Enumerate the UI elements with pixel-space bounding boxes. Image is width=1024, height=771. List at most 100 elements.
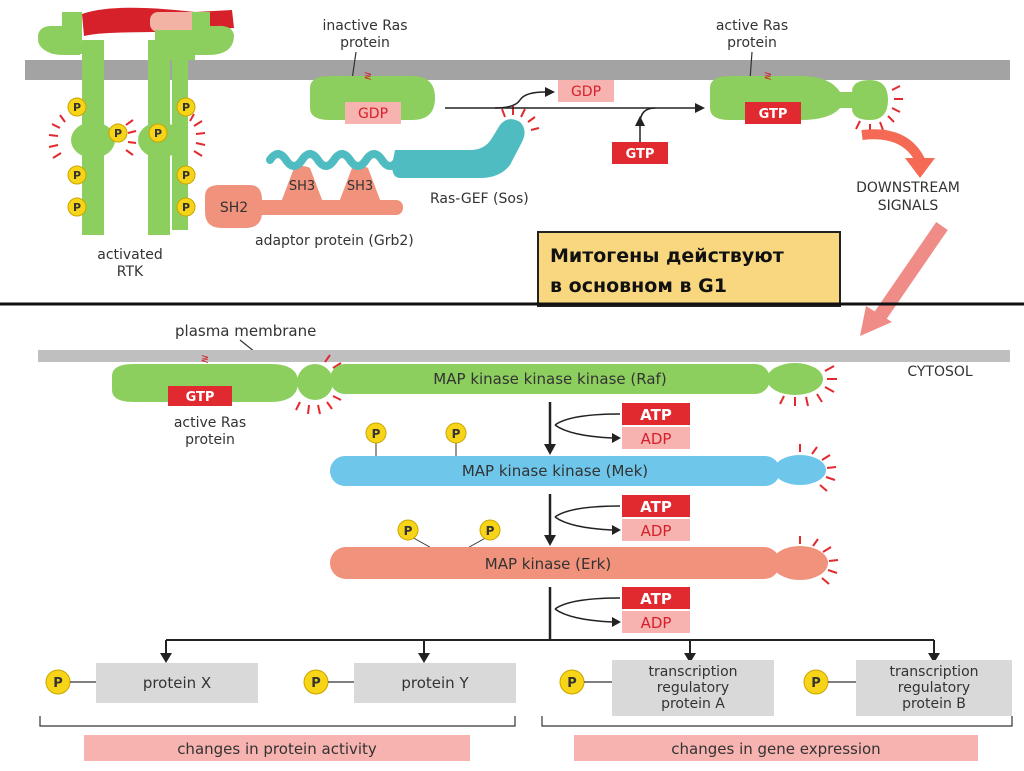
phosphate-badge: P	[67, 197, 87, 217]
adp-label-3: ADP	[641, 614, 672, 632]
raf-to-mek-arrowhead	[544, 444, 556, 455]
bottom-gtp-box	[168, 386, 232, 406]
phosphate-label: P	[182, 101, 190, 114]
sh3-domain-a	[280, 166, 324, 205]
erk-phosphates: P P	[397, 519, 501, 551]
gdp-out-label: GDP	[571, 84, 601, 100]
tf-b-label-2: regulatory	[898, 680, 970, 696]
tf-b-label-1: transcription	[889, 664, 978, 680]
gtp-in-box	[612, 142, 668, 164]
changes-gene-box	[574, 735, 978, 761]
plasma-membrane-label: plasma membrane	[175, 322, 316, 340]
phosphate-label: P	[73, 201, 81, 214]
phosphate-label: P	[154, 127, 162, 140]
rtk-phosphates: P P P P P P P P	[67, 97, 196, 217]
phosphate-badge: P	[479, 519, 501, 541]
erk-kinase-domain	[772, 546, 828, 580]
raf-kinase	[330, 364, 770, 394]
sh3-domain-b	[338, 166, 382, 205]
atp-label-2: ATP	[640, 498, 672, 516]
gdp-box	[345, 102, 401, 124]
atp-in-curve-2	[554, 505, 621, 518]
mek-to-erk-arrowhead	[544, 535, 556, 546]
gdp-release-arrow	[494, 91, 546, 109]
phosphate-badge: P	[445, 422, 467, 444]
gtp-ras-box	[745, 102, 801, 124]
sh2-domain	[205, 185, 262, 228]
mek-phosphates: P P	[365, 422, 467, 458]
phosphate-badge: P	[148, 123, 168, 143]
sh2-label: SH2	[220, 200, 248, 216]
phosphate-label: P	[567, 676, 577, 691]
callout-pointer-arrow	[870, 222, 948, 326]
adp-out-curve-3	[554, 608, 613, 623]
activity-bracket	[39, 716, 516, 727]
protein-x-box	[96, 663, 258, 703]
mitogen-callout	[537, 231, 841, 307]
adp-out-arrowhead-3	[612, 617, 621, 627]
sos-coil	[266, 150, 402, 170]
activated-rtk-label-1: activated	[97, 247, 163, 263]
phosphate-label: P	[311, 676, 321, 691]
callout-pointer-arrowhead	[860, 306, 892, 336]
changes-gene-label: changes in gene expression	[671, 740, 880, 758]
lipid-anchor-icon: ≷	[764, 71, 772, 82]
gdp-release-arrowhead	[545, 87, 555, 97]
gdp-label: GDP	[358, 106, 388, 122]
atp-box-3	[622, 587, 690, 609]
protein-y-label: protein Y	[401, 674, 469, 692]
bottom-active-ras-label-2: protein	[185, 432, 235, 448]
inactive-ras-protein	[310, 76, 435, 120]
phosphate-label: P	[114, 127, 122, 140]
tf-b-box	[856, 660, 1012, 716]
bottom-membrane	[38, 350, 1010, 362]
inactive-ras-label-1: inactive Ras	[322, 18, 407, 34]
ras-activity-rays	[855, 85, 903, 132]
phosphate-badge: P	[397, 519, 419, 541]
atp-in-curve-3	[554, 597, 621, 610]
gtp-ras-label: GTP	[759, 107, 788, 122]
adaptor-label: adaptor protein (Grb2)	[255, 233, 414, 249]
atp-label-1: ATP	[640, 406, 672, 424]
atp-in-curve	[554, 413, 621, 426]
changes-activity-box	[84, 735, 470, 761]
target-tf-a: P transcription regulatory protein A	[559, 660, 774, 716]
phosphate-label: P	[372, 427, 381, 441]
inactive-ras-label-2: protein	[340, 35, 390, 51]
raf-label: MAP kinase kinase kinase (Raf)	[433, 370, 666, 388]
callout-line-1: Митогены действуют	[550, 245, 784, 267]
gtp-bind-arrowhead	[635, 116, 645, 126]
active-ras-label-2: protein	[727, 35, 777, 51]
phosphate-label: P	[73, 169, 81, 182]
active-ras-label-1: active Ras	[716, 18, 788, 34]
atp-box-2	[622, 495, 690, 517]
phosphate-badge: P	[176, 197, 196, 217]
adp-out-arrowhead-2	[612, 525, 621, 535]
tf-b-label-3: protein B	[902, 696, 966, 712]
tf-a-box	[612, 660, 774, 716]
downstream-arrow	[861, 129, 925, 163]
ras-effector-domain	[297, 364, 333, 400]
tf-a-label-1: transcription	[648, 664, 737, 680]
phosphate-label: P	[182, 201, 190, 214]
adp-box-2	[622, 519, 690, 541]
rtk-right-cap	[188, 26, 232, 54]
phosphate-label: P	[452, 427, 461, 441]
raf-activity-rays	[779, 365, 837, 407]
erk-kinase	[330, 547, 780, 579]
adp-out-curve-2	[554, 516, 613, 531]
downstream-arrowhead	[905, 158, 935, 178]
tf-a-label-2: regulatory	[657, 680, 729, 696]
target-tf-b: P transcription regulatory protein B	[803, 660, 1012, 716]
top-membrane	[25, 60, 1010, 80]
phosphate-badge: P	[67, 97, 87, 117]
ras-bottom-activity-rays	[295, 354, 342, 415]
mek-label: MAP kinase kinase (Mek)	[462, 462, 648, 480]
gtp-in-label: GTP	[626, 147, 655, 162]
cytosol-label: CYTOSOL	[907, 364, 973, 380]
phosphate-label: P	[404, 524, 413, 538]
phosphate-badge: P	[176, 97, 196, 117]
downstream-label-1: DOWNSTREAM	[856, 180, 960, 196]
callout-line-2: в основном в G1	[550, 275, 727, 297]
